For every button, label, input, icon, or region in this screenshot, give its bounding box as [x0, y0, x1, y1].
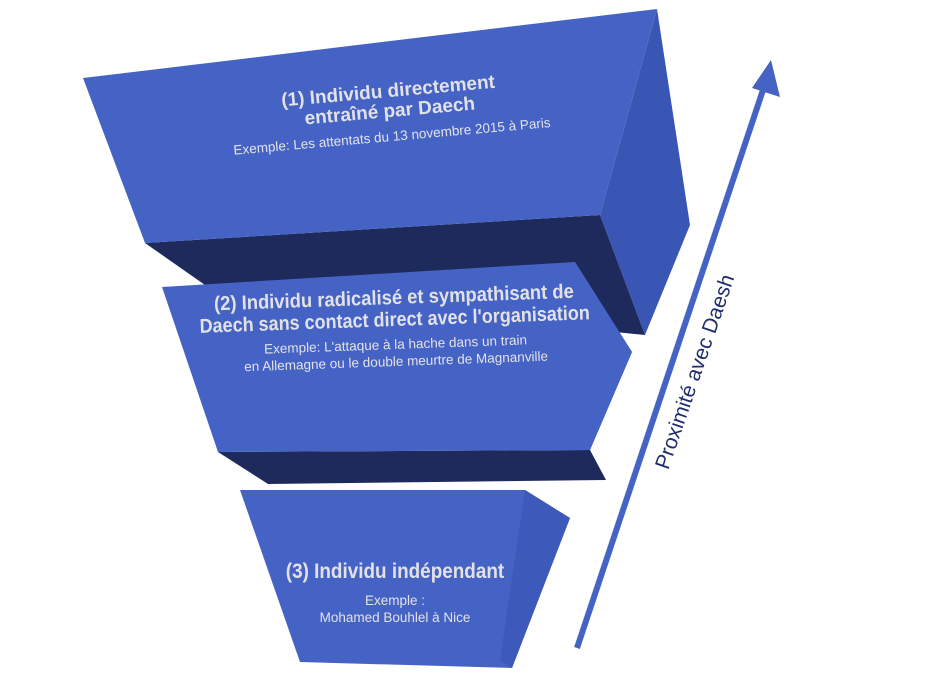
level-3-side: [500, 490, 570, 668]
level-1-side: [600, 9, 690, 335]
level-3-example-1: Exemple :: [364, 593, 426, 608]
level-2-text: (2) Individu radicalisé et sympathisant …: [169, 279, 622, 378]
level-1-block: [83, 9, 657, 243]
level-3-example-2: Mohamed Bouhlel à Nice: [319, 610, 471, 625]
level-2-shadow: [218, 450, 606, 484]
proximity-arrow-head: [752, 60, 780, 97]
level-3-block: [240, 490, 570, 668]
proximity-arrow-line: [574, 89, 766, 649]
level-2-block: [162, 262, 632, 452]
level-3-title: (3) Individu indépendant: [285, 560, 505, 583]
level-3-text: (3) Individu indépendant Exemple : Moham…: [250, 560, 540, 626]
